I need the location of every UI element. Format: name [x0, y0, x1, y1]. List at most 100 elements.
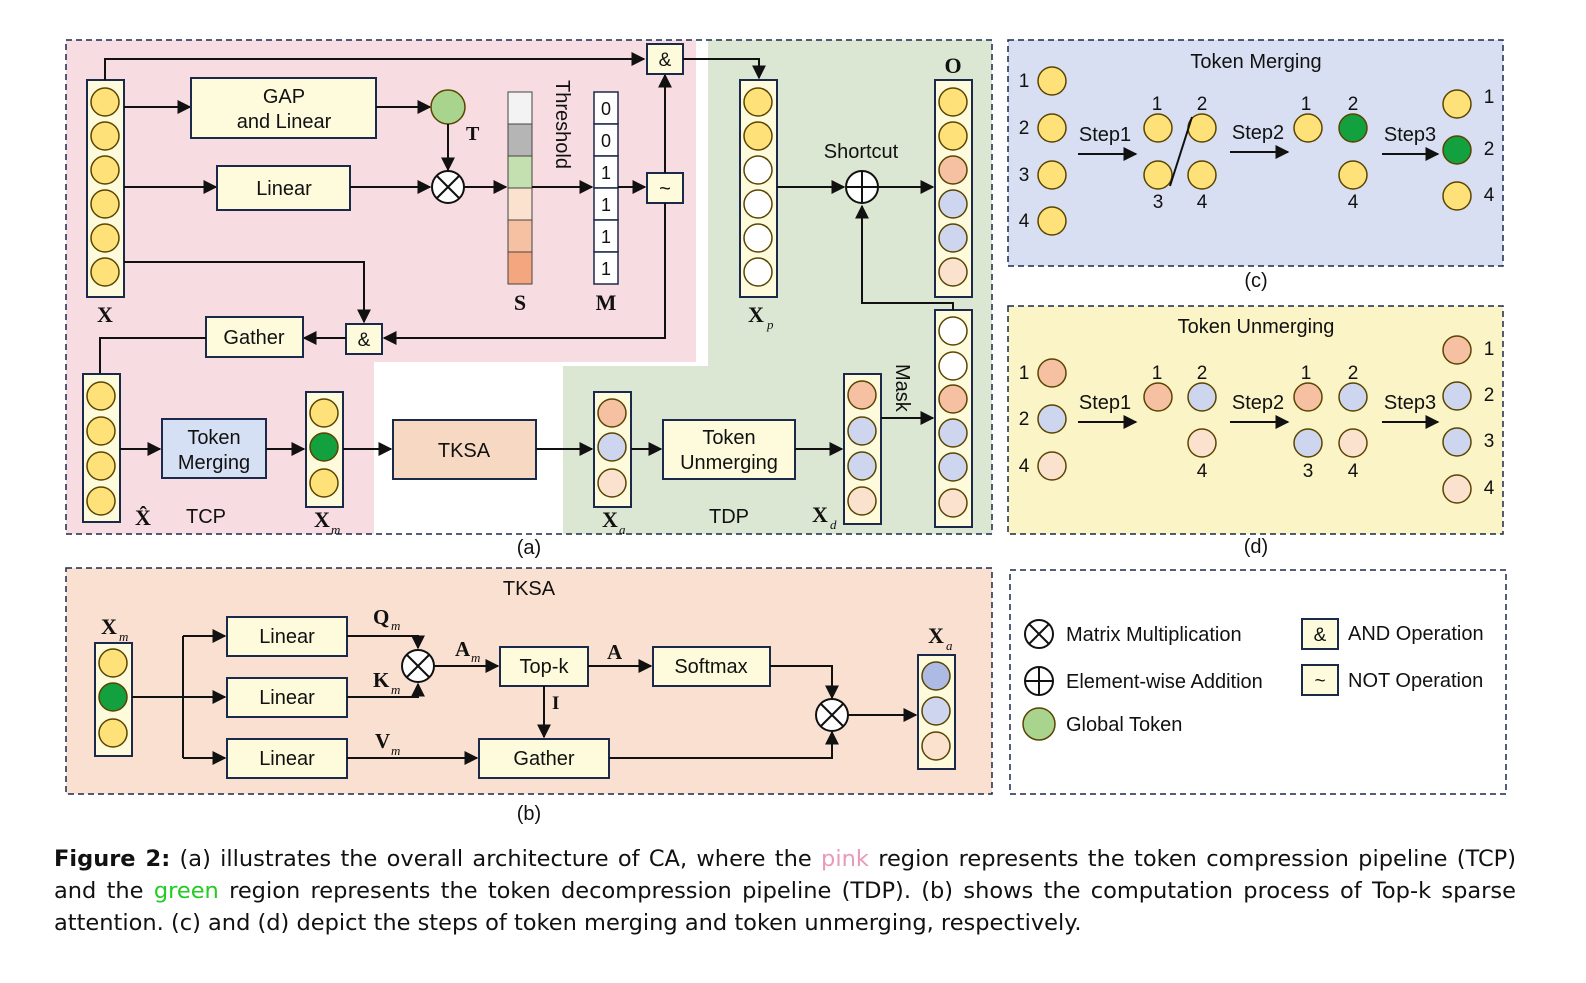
- panel-b-label: (b): [517, 803, 541, 825]
- xhat-token-2: [86, 416, 116, 446]
- masked-token-2: [938, 351, 968, 381]
- b-am-label-sub: m: [471, 650, 480, 665]
- o-token-5: [938, 223, 968, 253]
- legend-and-symbol: &: [1314, 625, 1327, 646]
- c-out-token-2: [1442, 135, 1472, 165]
- xd-token-1: [847, 380, 877, 410]
- mask-value-3: 1: [601, 163, 611, 183]
- b-a-label: A: [607, 640, 623, 664]
- xd-token-4: [847, 486, 877, 516]
- legend: Matrix Multiplication Element-wise Addit…: [1009, 569, 1507, 795]
- xa-token-3: [597, 468, 627, 498]
- panel-b: TKSA (b) X m Linear Linear Linear Q m K …: [65, 567, 993, 825]
- panel-a-border: [65, 39, 993, 535]
- token-unmerging-text-2: Unmerging: [680, 452, 778, 474]
- panel-d-box: [1007, 305, 1504, 535]
- d-s1-num-4: 4: [1197, 461, 1208, 482]
- xp-token-2: [743, 121, 773, 151]
- gap-linear-box: [190, 77, 377, 139]
- c-step1-label: Step1: [1079, 124, 1131, 146]
- token-merging-text-2: Merging: [178, 452, 250, 474]
- c-in-num-4: 4: [1019, 211, 1030, 232]
- xp-token-1: [743, 87, 773, 117]
- c-merge-link: [1169, 116, 1193, 187]
- token-unmerging-box: [662, 419, 796, 480]
- d-step2-label: Step2: [1232, 392, 1284, 414]
- xp-token-3: [743, 155, 773, 185]
- pink-region: [66, 40, 696, 362]
- c-s2-num-1: 1: [1301, 94, 1312, 115]
- panel-c-label: (c): [1244, 270, 1267, 292]
- o-token-2: [938, 121, 968, 151]
- not-symbol: ~: [659, 178, 671, 200]
- linear-box: [216, 165, 351, 211]
- d-s1-num-2: 2: [1197, 363, 1208, 384]
- tksa-box: [392, 419, 537, 480]
- c-s2-num-4: 4: [1348, 192, 1359, 213]
- b-xa-label-sub: a: [946, 638, 953, 653]
- b-xm-label: X: [101, 614, 117, 639]
- masked-token-3: [938, 384, 968, 414]
- token-merging-box: [161, 418, 267, 479]
- mask-label: Mask: [891, 364, 913, 413]
- x-to-and-top-line: [104, 52, 646, 80]
- gather-to-xhat-line: [99, 337, 206, 374]
- b-softmax-text: Softmax: [674, 656, 747, 678]
- and-symbol-top: &: [659, 50, 672, 71]
- xp-token-6: [743, 257, 773, 287]
- masked-token-5: [938, 452, 968, 482]
- masked-to-add-arrow: [855, 204, 954, 310]
- legend-global-token-icon: [1022, 707, 1056, 741]
- d-in-token-2: [1037, 404, 1067, 434]
- d-out-num-1: 1: [1484, 339, 1495, 360]
- d-out-num-3: 3: [1484, 431, 1495, 452]
- legend-matmul-text: Matrix Multiplication: [1066, 624, 1242, 646]
- panel-a-label: (a): [517, 537, 541, 559]
- c-out-num-1: 1: [1484, 87, 1495, 108]
- gather-text: Gather: [223, 327, 284, 349]
- b-linear-k-text: Linear: [259, 687, 315, 709]
- xhat-token-3: [86, 451, 116, 481]
- xhat-token-1: [86, 381, 116, 411]
- x-token-1: [90, 87, 120, 117]
- b-linear-v-text: Linear: [259, 748, 315, 770]
- xa-token-2: [597, 432, 627, 462]
- c-s1-num-2: 2: [1197, 94, 1208, 115]
- d-step3-label: Step3: [1384, 392, 1436, 414]
- b-matmul-2-icon: [815, 698, 849, 732]
- b-k-label: K: [373, 668, 390, 692]
- panel-c: Token Merging (c) 1 2 3 4 Step1 1 2 3 4 …: [1007, 39, 1504, 292]
- xm-label-sub: m: [331, 522, 340, 537]
- b-q-label-sub: m: [391, 618, 400, 633]
- legend-box: [1009, 569, 1507, 795]
- b-xm-token-2: [98, 682, 128, 712]
- b-q-label: Q: [373, 605, 389, 629]
- gap-linear-text-2: and Linear: [237, 111, 332, 133]
- d-out-token-3: [1442, 427, 1472, 457]
- c-in-num-1: 1: [1019, 71, 1030, 92]
- x-to-and-bottom-line: [124, 261, 371, 324]
- xm-token-3: [309, 468, 339, 498]
- x-token-4: [90, 189, 120, 219]
- panel-d-title: Token Unmerging: [1178, 316, 1335, 338]
- c-in-token-3: [1037, 160, 1067, 190]
- d-s1-token-4: [1187, 428, 1217, 458]
- c-s1-token-4: [1187, 160, 1217, 190]
- b-xm-token-1: [98, 648, 128, 678]
- legend-and-box: [1301, 618, 1339, 650]
- panel-d: Token Unmerging (d) 1 2 4 Step1 1 2 4 St…: [1007, 305, 1504, 558]
- d-s2-num-2: 2: [1348, 363, 1359, 384]
- d-in-num-2: 2: [1019, 409, 1030, 430]
- b-linear-q-text: Linear: [259, 626, 315, 648]
- legend-not-text: NOT Operation: [1348, 670, 1483, 692]
- d-s1-token-2: [1187, 382, 1217, 412]
- c-in-token-4: [1037, 206, 1067, 236]
- o-token-3: [938, 155, 968, 185]
- c-out-num-4: 4: [1484, 185, 1495, 206]
- b-gather-to-matmul-arrow: [609, 730, 839, 759]
- d-s1-num-1: 1: [1152, 363, 1163, 384]
- b-k-to-matmul-arrow: [347, 682, 425, 698]
- caption-part-1: (a) illustrates the overall architecture…: [179, 846, 812, 872]
- token-unmerging-text-1: Token: [702, 427, 755, 449]
